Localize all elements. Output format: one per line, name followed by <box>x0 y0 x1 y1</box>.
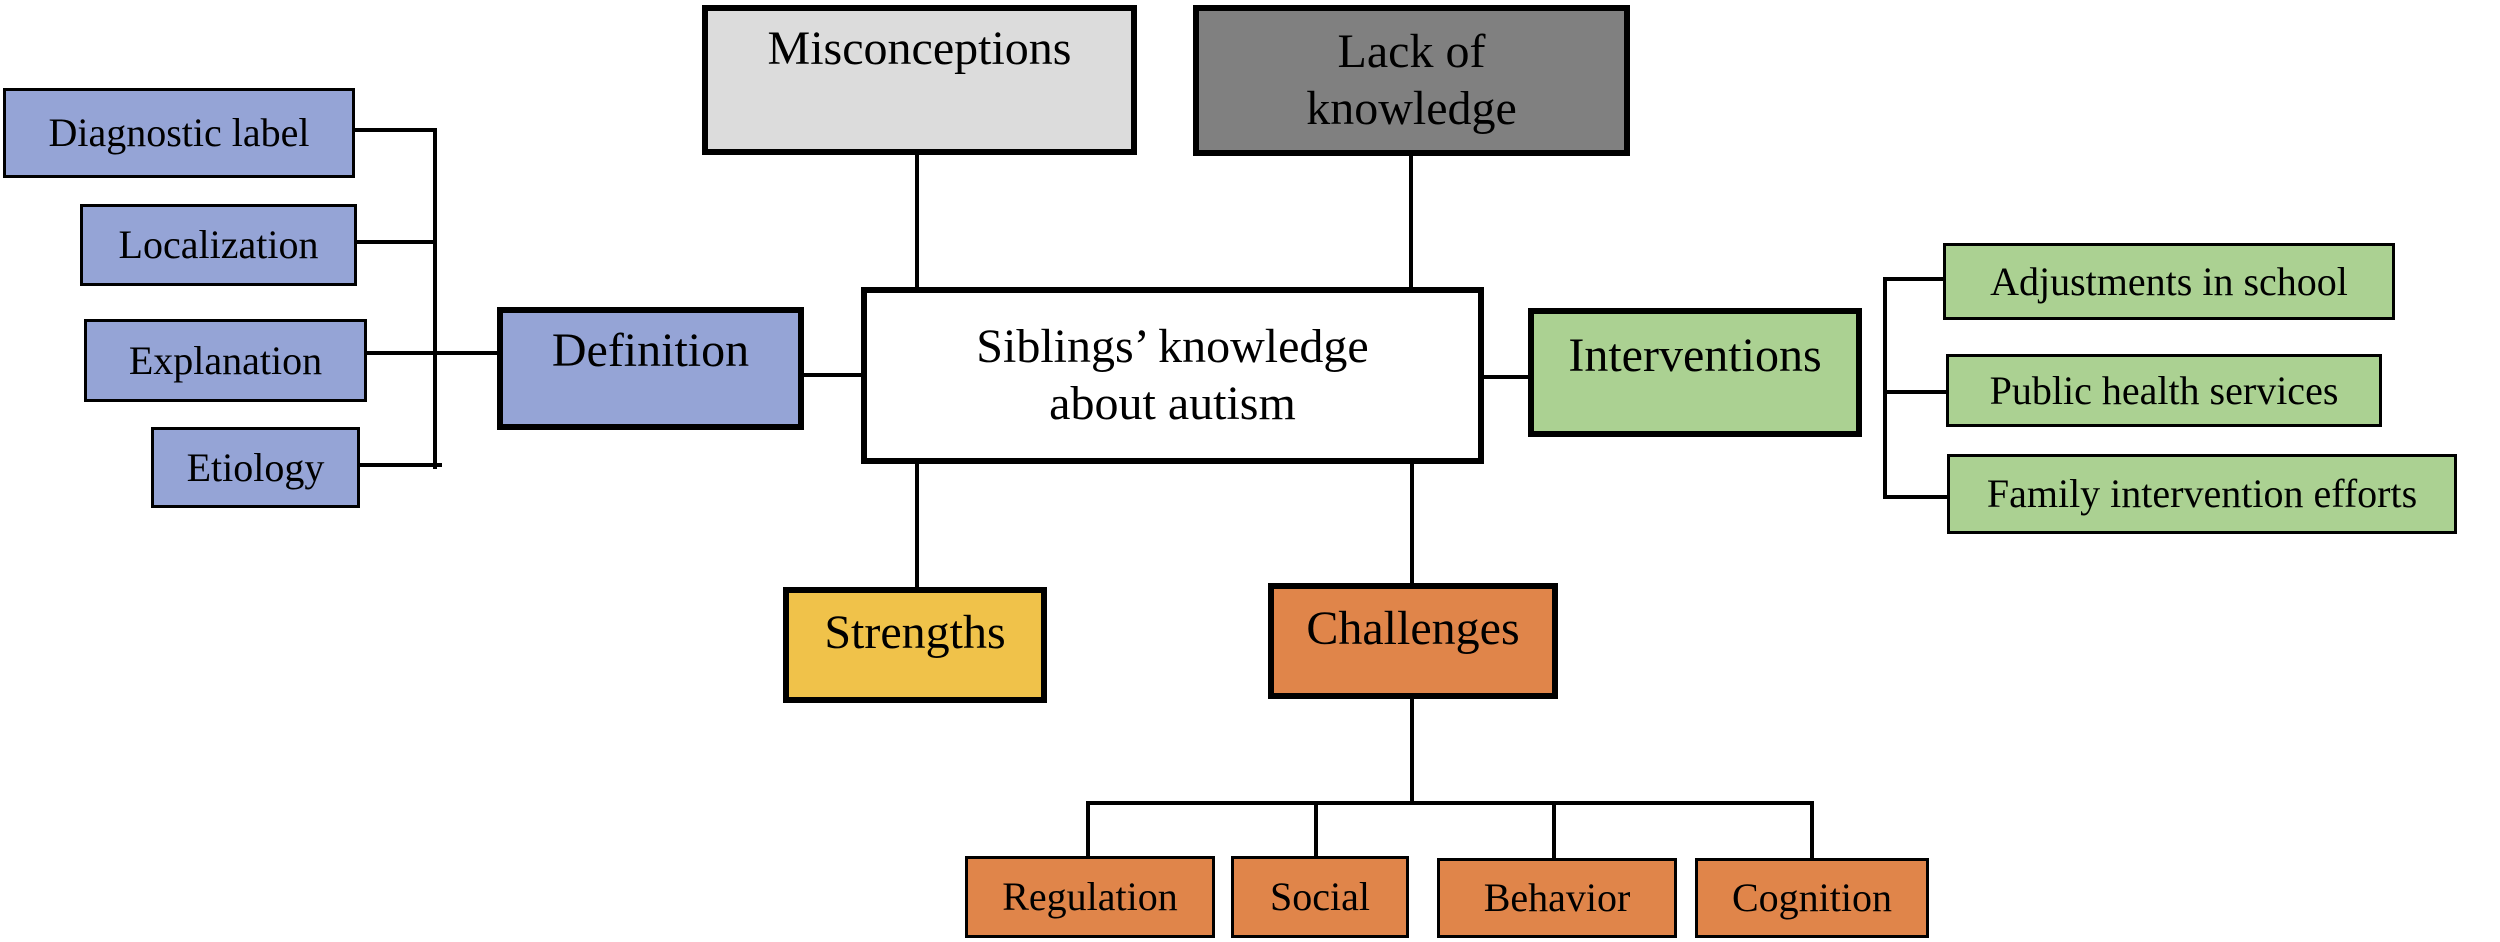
node-misconceptions-label: Misconceptions <box>767 22 1072 75</box>
node-strengths-label: Strengths <box>824 606 1006 659</box>
node-family-intervention-efforts-label: Family intervention efforts <box>1986 471 2418 517</box>
connector-stub-diagnostic-label <box>353 128 437 132</box>
node-adjustments-in-school-label: Adjustments in school <box>1990 258 2348 304</box>
node-regulation-label: Regulation <box>1002 874 1178 920</box>
node-behavior-label: Behavior <box>1483 875 1631 921</box>
node-definition: Definition <box>497 307 804 430</box>
node-definition-label: Definition <box>551 324 750 377</box>
connector-stub-social <box>1314 803 1318 858</box>
connector-definition-center <box>800 373 863 377</box>
connector-center-challenges <box>1410 462 1414 585</box>
node-challenges: Challenges <box>1268 583 1558 699</box>
node-lack-of-knowledge: Lack of knowledge <box>1193 5 1630 156</box>
node-interventions: Interventions <box>1528 308 1862 437</box>
connector-stub-etiology <box>358 463 442 467</box>
connector-misconceptions-center <box>915 155 919 289</box>
center-topic-line-1: Siblings’ knowledge <box>976 319 1369 373</box>
connector-lackofknowledge-center <box>1409 156 1413 289</box>
center-topic-line-2: about autism <box>1049 376 1296 430</box>
node-public-health-services-label: Public health services <box>1989 367 2339 413</box>
connector-right-tree-vertical <box>1883 277 1887 499</box>
connector-center-interventions <box>1480 375 1530 379</box>
node-social: Social <box>1231 856 1409 938</box>
node-public-health-services: Public health services <box>1946 354 2382 427</box>
lack-of-knowledge-line-1: Lack of <box>1337 24 1486 78</box>
node-localization: Localization <box>80 204 357 286</box>
node-explanation: Explanation <box>84 319 367 402</box>
connector-left-tree-vertical <box>433 128 437 469</box>
node-family-intervention-efforts: Family intervention efforts <box>1947 454 2457 534</box>
connector-stub-public-health <box>1883 390 1948 394</box>
node-adjustments-in-school: Adjustments in school <box>1943 243 2395 320</box>
connector-stub-regulation <box>1086 801 1090 858</box>
node-challenges-label: Challenges <box>1306 602 1520 655</box>
connector-explanation-definition <box>365 351 499 355</box>
node-center-topic: Siblings’ knowledge about autism <box>861 287 1484 464</box>
node-cognition-label: Cognition <box>1731 875 1893 921</box>
node-social-label: Social <box>1270 874 1370 920</box>
node-regulation: Regulation <box>965 856 1215 938</box>
lack-of-knowledge-line-2: knowledge <box>1306 81 1517 135</box>
connector-stub-family-efforts <box>1883 495 1949 499</box>
connector-challenges-branchbar <box>1410 697 1414 805</box>
connector-stub-behavior <box>1552 803 1556 860</box>
node-interventions-label: Interventions <box>1568 329 1822 382</box>
node-explanation-label: Explanation <box>128 337 323 383</box>
node-center-topic-label: Siblings’ knowledge about autism <box>976 319 1368 432</box>
node-behavior: Behavior <box>1437 858 1677 938</box>
connector-center-strengths <box>915 462 919 589</box>
connector-branchbar-horizontal <box>1086 801 1814 805</box>
node-diagnostic-label: Diagnostic label <box>3 88 355 178</box>
connector-stub-cognition <box>1810 801 1814 860</box>
node-etiology-label: Etiology <box>186 444 325 490</box>
connector-stub-adjustments <box>1883 277 1945 281</box>
connector-stub-localization <box>355 240 437 244</box>
node-cognition: Cognition <box>1695 858 1929 938</box>
node-localization-label: Localization <box>118 222 319 268</box>
node-misconceptions: Misconceptions <box>702 5 1137 155</box>
node-lack-of-knowledge-label: Lack of knowledge <box>1306 24 1517 137</box>
node-diagnostic-label-label: Diagnostic label <box>48 110 310 156</box>
node-strengths: Strengths <box>783 587 1047 703</box>
node-etiology: Etiology <box>151 427 360 508</box>
